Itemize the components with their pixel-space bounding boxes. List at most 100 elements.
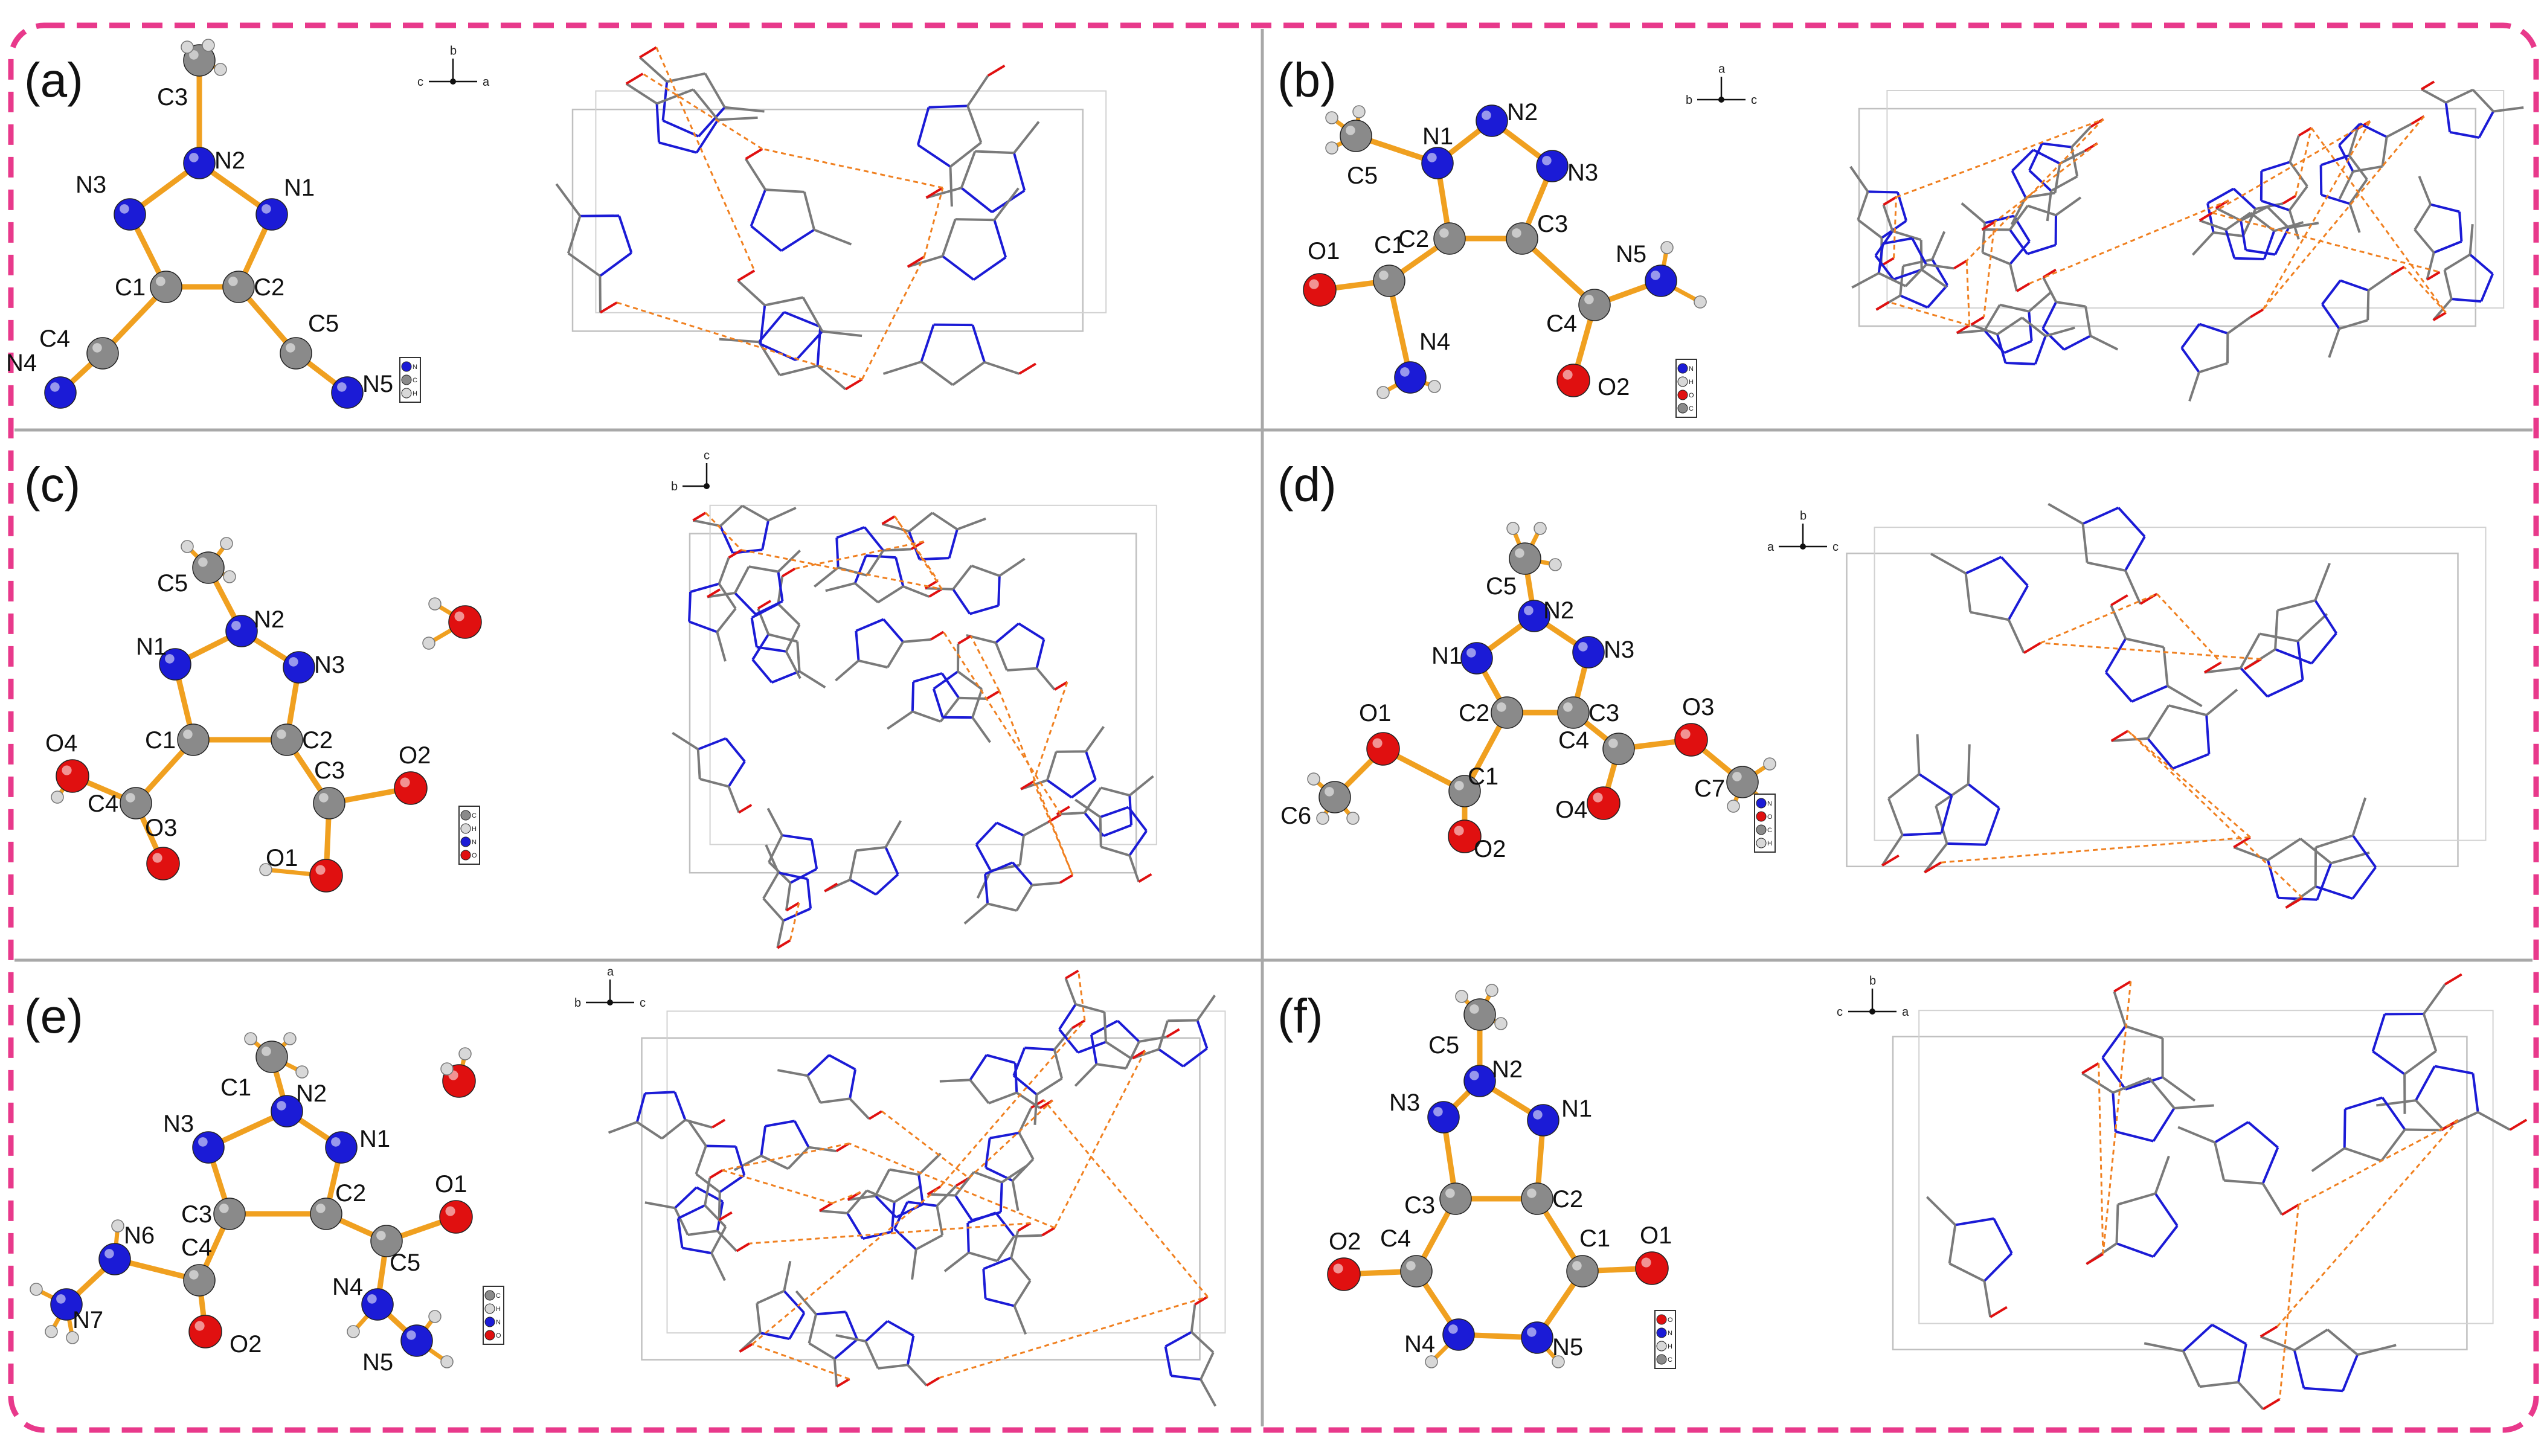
packing-bond xyxy=(1904,263,1927,287)
packing-bond xyxy=(2421,88,2447,104)
legend-swatch xyxy=(484,1330,495,1341)
packing-bond xyxy=(1857,191,1869,220)
atom-highlight xyxy=(1333,1263,1343,1274)
packing-bond xyxy=(2211,1323,2247,1345)
packing-bond xyxy=(1053,1027,1073,1051)
packing-bond xyxy=(2240,220,2247,251)
atom-H xyxy=(458,1047,472,1060)
packing-bond xyxy=(2314,562,2331,601)
crystal-packing xyxy=(555,46,1107,391)
packing-bond xyxy=(993,187,1020,221)
hydrogen-bond xyxy=(881,1111,970,1179)
atom-highlight xyxy=(1379,271,1389,280)
packing-bond xyxy=(2339,319,2368,330)
hydrogen-bond xyxy=(2276,1119,2459,1327)
packing-bond xyxy=(760,1154,789,1170)
packing-bond xyxy=(751,658,773,684)
packing-bond xyxy=(765,188,805,193)
packing-bond xyxy=(1018,622,1045,641)
packing-bond xyxy=(1931,258,1948,286)
packing-bond xyxy=(907,255,925,268)
packing-bond xyxy=(858,659,888,669)
packing-bond xyxy=(925,187,944,199)
atom-label: N2 xyxy=(1507,99,1538,126)
atom-highlight xyxy=(1527,1188,1537,1198)
hydrogen-bond xyxy=(2262,121,2371,310)
packing-bond xyxy=(828,1054,856,1071)
atom-N1 xyxy=(1527,1104,1559,1137)
packing-bond xyxy=(692,88,719,121)
packing-bond xyxy=(2247,1121,2279,1149)
crystal-packing xyxy=(1849,80,2524,402)
atom-highlight xyxy=(50,382,60,392)
packing-bond xyxy=(1970,323,1998,336)
packing-bond xyxy=(878,1364,908,1370)
packing-bond xyxy=(2204,667,2241,674)
atom-highlight xyxy=(126,793,135,803)
packing-bond xyxy=(599,251,632,277)
atom-highlight xyxy=(198,1137,208,1147)
packing-bond xyxy=(2330,851,2370,865)
packing-bond xyxy=(718,1211,733,1221)
packing-bond xyxy=(1983,1252,2013,1282)
packing-bond xyxy=(2041,327,2065,351)
packing-bond xyxy=(2260,1326,2278,1338)
atom-C5 xyxy=(192,551,225,584)
hydrogen-bond xyxy=(2098,1063,2104,1254)
hydrogen-bond xyxy=(2127,730,2251,838)
atom-H xyxy=(422,637,435,650)
hydrogen-bond xyxy=(2156,593,2222,664)
packing-bond xyxy=(2426,252,2435,280)
packing-bond xyxy=(943,1251,970,1272)
packing-bond xyxy=(2005,362,2035,365)
legend-entry: O xyxy=(472,852,477,859)
atom-H xyxy=(1549,558,1562,571)
packing-bond xyxy=(952,565,972,590)
packing-bond xyxy=(674,1186,698,1209)
atom-highlight xyxy=(289,657,298,667)
hydrogen-bond xyxy=(722,1169,833,1204)
atom-highlight xyxy=(194,1321,205,1331)
packing-bond xyxy=(1013,121,1040,154)
packing-bond xyxy=(2177,1126,2215,1144)
packing-bond xyxy=(2205,688,2238,716)
packing-bond xyxy=(780,228,815,252)
packing-bond xyxy=(711,1118,726,1129)
packing-bond xyxy=(2182,1324,2213,1352)
packing-bond xyxy=(2315,834,2354,849)
packing-bond xyxy=(856,845,886,852)
packing-bond xyxy=(882,361,922,375)
packing-bond xyxy=(2144,1342,2184,1353)
packing-bond xyxy=(928,588,943,598)
packing-bond xyxy=(927,1193,956,1197)
packing-bond xyxy=(762,872,780,899)
packing-bond xyxy=(739,1343,753,1353)
packing-bond xyxy=(2233,836,2251,848)
packing-bond xyxy=(1981,220,1996,231)
packing-bond xyxy=(2380,1129,2406,1162)
unit-cell-back xyxy=(1918,1010,2494,1324)
packing-bond xyxy=(814,228,852,246)
atom-label: O1 xyxy=(1359,700,1391,726)
packing-bond xyxy=(1924,861,1942,874)
packing-bond xyxy=(1194,1295,1209,1306)
packing-bond xyxy=(728,549,742,559)
packing-bond xyxy=(1935,783,1969,807)
atom-highlight xyxy=(198,557,208,567)
packing-bond xyxy=(1030,1098,1045,1109)
packing-bond xyxy=(2472,89,2494,112)
atom-H xyxy=(428,1310,442,1323)
packing-bond xyxy=(868,1110,882,1120)
atom-highlight xyxy=(1515,548,1524,558)
packing-bond xyxy=(2480,273,2494,302)
packing-bond xyxy=(635,1092,646,1123)
packing-bond xyxy=(998,557,1026,577)
packing-bond xyxy=(2180,347,2200,373)
atom-O2 xyxy=(1327,1257,1361,1291)
packing-bond xyxy=(718,116,758,121)
packing-bond xyxy=(2414,204,2432,231)
packing-bond xyxy=(1128,830,1148,856)
